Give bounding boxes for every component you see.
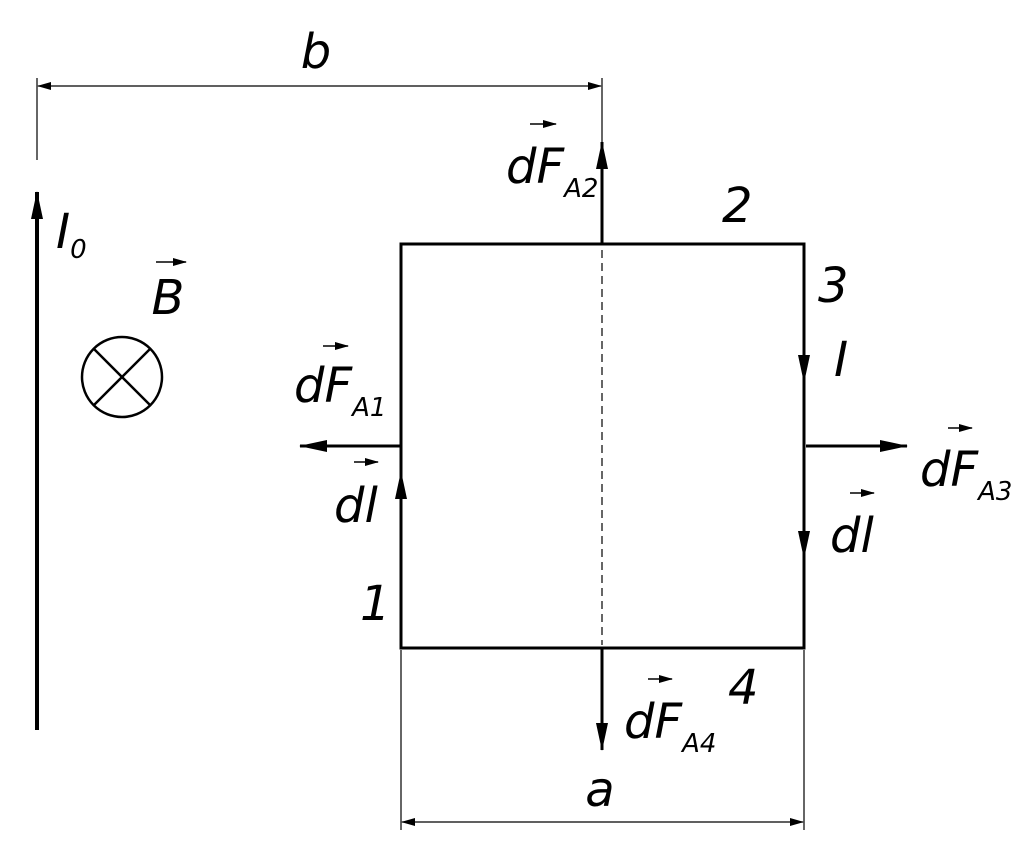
side-1-number: 1 [360, 576, 391, 632]
dimension-b-label: b [301, 24, 331, 80]
into-page-icon [80, 335, 164, 419]
wire-current-label: I0 [56, 204, 87, 265]
dimension-a-label: a [585, 762, 614, 818]
dl-side-1: dl [334, 458, 407, 534]
force-A2-label: dFA2 [506, 139, 598, 204]
loop-current-label: I [834, 332, 848, 388]
force-A1: dFA1 [294, 342, 400, 452]
dimension-b: b [36, 24, 603, 160]
side-2-number: 2 [722, 178, 753, 234]
force-A3: dFA3 [806, 424, 1012, 507]
force-A4-label: dFA4 [624, 694, 716, 759]
force-A4: dFA4 [596, 648, 716, 759]
dimension-a: a [400, 650, 805, 830]
force-A2: dFA2 [506, 120, 608, 244]
force-A1-label: dFA1 [294, 358, 386, 423]
side-4-number: 4 [728, 660, 759, 716]
dl-side-3: dl [798, 489, 875, 564]
magnetic-field: B [80, 258, 187, 419]
side-3-number: 3 [818, 258, 849, 314]
current-loop [399, 242, 806, 650]
dl-side-3-label: dl [830, 508, 874, 564]
straight-wire: I0 [31, 191, 87, 730]
current-I-side-3: I [798, 332, 848, 388]
force-A3-label: dFA3 [920, 442, 1012, 507]
dl-side-1-label: dl [334, 478, 378, 534]
field-B-label: B [152, 270, 185, 326]
